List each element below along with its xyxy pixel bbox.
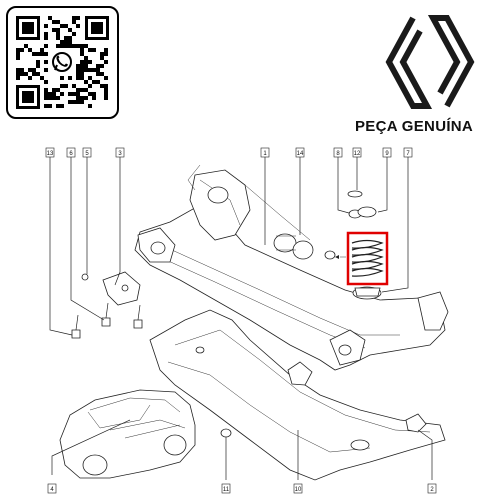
genuine-part-label: PEÇA GENUÍNA xyxy=(355,118,474,135)
whatsapp-qr-code-icon xyxy=(16,16,109,109)
callout-10: 10 xyxy=(293,483,303,494)
callout-label: 8 xyxy=(336,151,340,157)
body-plug xyxy=(220,428,232,438)
callout-6: 6 xyxy=(66,147,76,158)
car-outline-view xyxy=(59,389,196,479)
callout-label: 7 xyxy=(406,151,410,157)
callout-3: 3 xyxy=(115,147,125,158)
callout-1: 1 xyxy=(260,147,270,158)
axle-bushings xyxy=(273,233,336,260)
callout-7: 7 xyxy=(403,147,413,158)
coil-spring xyxy=(351,239,384,277)
callout-label: 13 xyxy=(47,151,54,157)
callout-5: 5 xyxy=(82,147,92,158)
callout-13: 13 xyxy=(45,147,55,158)
qr-code-card[interactable] xyxy=(6,6,119,119)
callout-4: 4 xyxy=(47,483,57,494)
callout-label: 2 xyxy=(430,487,434,493)
callout-label: 6 xyxy=(69,151,73,157)
callout-8: 8 xyxy=(333,147,343,158)
callout-label: 10 xyxy=(295,487,302,493)
callout-label: 4 xyxy=(50,487,54,493)
renault-diamond-logo-icon xyxy=(385,15,475,109)
spring-highlight-box xyxy=(346,231,389,286)
leader-lines xyxy=(49,157,433,480)
callout-label: 5 xyxy=(85,151,89,157)
coil-spring-assembly xyxy=(335,190,389,300)
callout-label: 1 xyxy=(263,151,267,157)
callout-label: 9 xyxy=(385,151,389,157)
callout-label: 14 xyxy=(297,151,304,157)
callout-label: 11 xyxy=(223,487,230,493)
callout-2: 2 xyxy=(427,483,437,494)
callout-label: 12 xyxy=(354,151,361,157)
callout-9: 9 xyxy=(382,147,392,158)
callout-label: 3 xyxy=(118,151,122,157)
underbody-heat-shield xyxy=(149,309,446,481)
callout-14: 14 xyxy=(295,147,305,158)
rear-axle-beam xyxy=(134,164,449,371)
bolts-and-brackets xyxy=(71,271,143,339)
callout-12: 12 xyxy=(352,147,362,158)
callout-11: 11 xyxy=(221,483,231,494)
